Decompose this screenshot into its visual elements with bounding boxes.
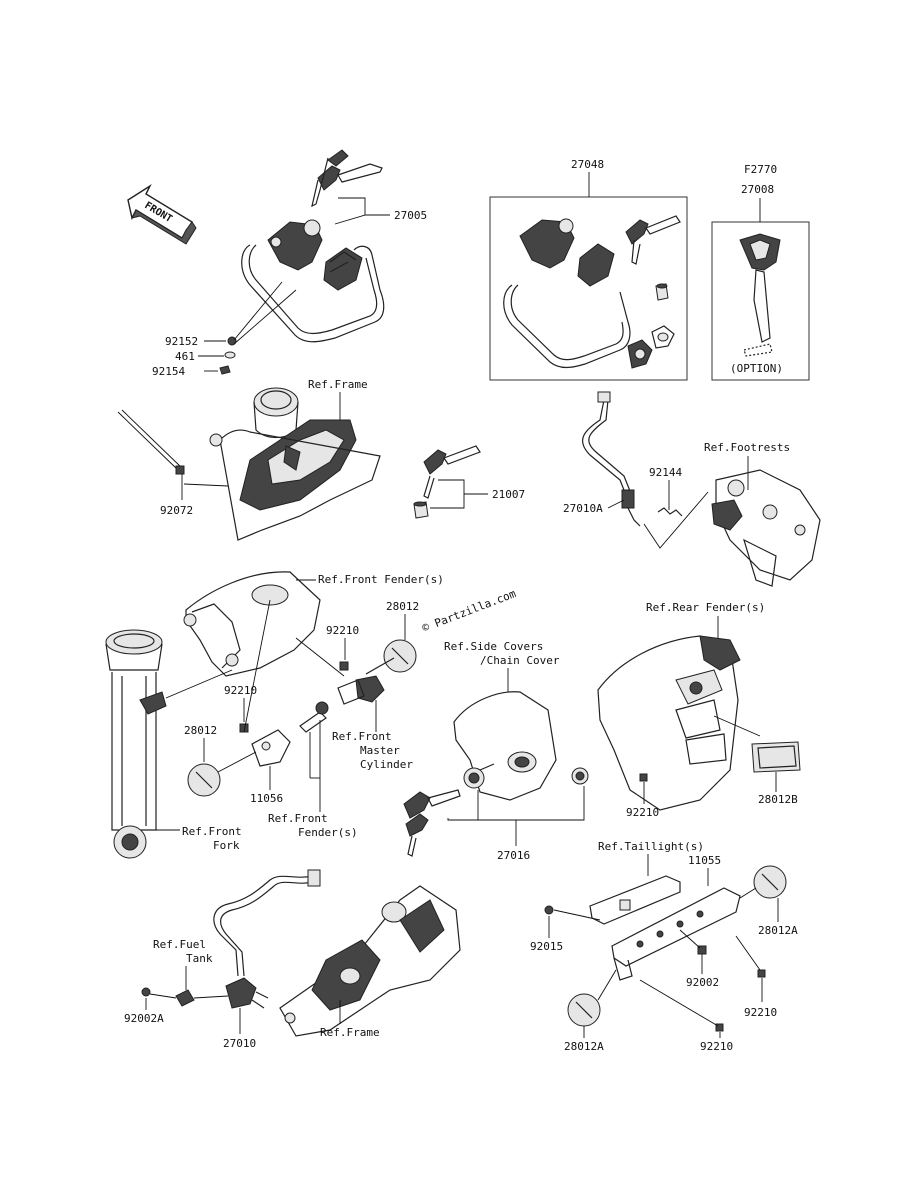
label-27010a: 27010A xyxy=(563,502,603,515)
label-27048: 27048 xyxy=(571,158,604,171)
label-27010: 27010 xyxy=(223,1037,256,1050)
bracket-11056 xyxy=(251,729,291,767)
washers-bolts xyxy=(198,281,297,375)
label-27016: 27016 xyxy=(497,849,530,862)
cap-28012-top xyxy=(383,639,417,673)
label-ref-fuel-2: Tank xyxy=(186,952,213,965)
label-11055: 11055 xyxy=(688,854,721,867)
label-92210-d: 92210 xyxy=(744,1006,777,1019)
front-fender xyxy=(183,571,321,677)
rear-fender xyxy=(597,635,741,811)
ignition-switch-27005 xyxy=(241,149,385,343)
label-92152: 92152 xyxy=(165,335,198,348)
label-ref-fuel-1: Ref.Fuel xyxy=(153,938,206,951)
key-27008 xyxy=(739,233,781,357)
label-28012a-bottom: 28012A xyxy=(564,1040,604,1053)
keys-21007 xyxy=(413,445,481,519)
bracket-11055 xyxy=(589,875,741,981)
side-cover xyxy=(453,691,557,801)
label-92015: 92015 xyxy=(530,940,563,953)
label-461: 461 xyxy=(175,350,195,363)
master-cylinder-bracket xyxy=(337,657,395,705)
label-ref-rear-fenders: Ref.Rear Fender(s) xyxy=(646,601,765,614)
label-92210-e: 92210 xyxy=(700,1040,733,1053)
frame-headstock xyxy=(209,387,381,541)
cap-28012a-bottom xyxy=(567,993,601,1027)
front-fork xyxy=(105,629,167,859)
frame-bottom xyxy=(279,885,461,1037)
label-ref-fork-2: Fork xyxy=(213,839,240,852)
ignition-kit-27048 xyxy=(503,215,681,369)
footrest-bracket xyxy=(711,469,821,587)
label-11056: 11056 xyxy=(250,792,283,805)
label-ref-taillight: Ref.Taillight(s) xyxy=(598,840,704,853)
label-21007: 21007 xyxy=(492,488,525,501)
cap-28012-left xyxy=(187,763,221,797)
label-28012a-right: 28012A xyxy=(758,924,798,937)
label-28012-left: 28012 xyxy=(184,724,217,737)
switch-27010 xyxy=(213,869,321,1009)
front-arrow-icon: FRONT xyxy=(127,184,197,245)
key-cylinder-27016 xyxy=(403,763,589,857)
label-92072: 92072 xyxy=(160,504,193,517)
label-ref-frame-bottom: Ref.Frame xyxy=(320,1026,380,1039)
label-option: (OPTION) xyxy=(730,362,783,375)
label-ref-footrests: Ref.Footrests xyxy=(704,441,790,454)
label-f2770: F2770 xyxy=(744,163,777,176)
key-box-27008 xyxy=(711,221,810,381)
reflector-28012b xyxy=(751,741,801,773)
cap-28012a-right xyxy=(753,865,787,899)
label-92002a: 92002A xyxy=(124,1012,164,1025)
label-92002: 92002 xyxy=(686,976,719,989)
label-ref-front-fenders: Ref.Front Fender(s) xyxy=(318,573,444,586)
label-ref-master-1: Ref.Front xyxy=(332,730,392,743)
label-ref-master-3: Cylinder xyxy=(360,758,413,771)
label-92144: 92144 xyxy=(649,466,682,479)
label-92210-c: 92210 xyxy=(626,806,659,819)
cable-tie xyxy=(117,411,179,471)
label-ref-frame-top: Ref.Frame xyxy=(308,378,368,391)
watermark: © Partzilla.com xyxy=(420,587,518,635)
label-27005: 27005 xyxy=(394,209,427,222)
label-92154: 92154 xyxy=(152,365,185,378)
label-ref-side-2: /Chain Cover xyxy=(480,654,560,667)
kit-box-27048 xyxy=(489,196,688,381)
label-28012-top: 28012 xyxy=(386,600,419,613)
label-27008: 27008 xyxy=(741,183,774,196)
label-92210-a: 92210 xyxy=(326,624,359,637)
label-28012b: 28012B xyxy=(758,793,798,806)
label-ref-side-1: Ref.Side Covers xyxy=(444,640,543,653)
label-92210-b: 92210 xyxy=(224,684,257,697)
switch-27010a xyxy=(582,391,709,549)
label-ref-ff2-1: Ref.Front xyxy=(268,812,328,825)
label-ref-master-2: Master xyxy=(360,744,400,757)
label-ref-fork-1: Ref.Front xyxy=(182,825,242,838)
label-ref-ff2-2: Fender(s) xyxy=(298,826,358,839)
